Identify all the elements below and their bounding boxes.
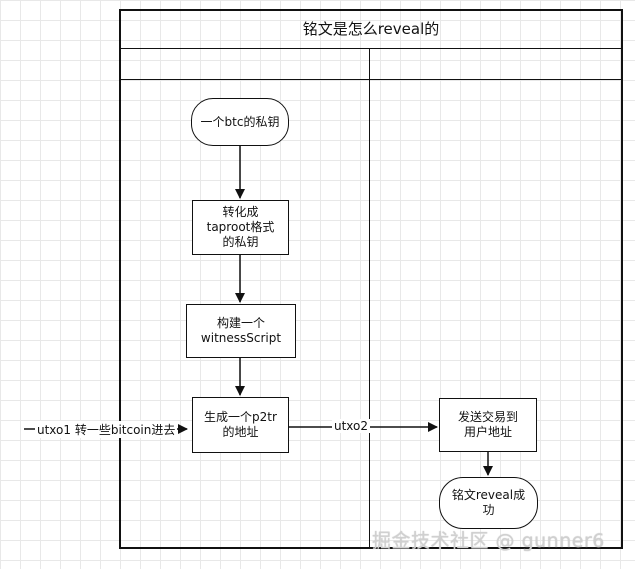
node-p2tr-line2: 的地址 [222, 425, 259, 439]
node-witness-line2: witnessScript [200, 331, 282, 345]
node-success: 铭文reveal成 功 [439, 477, 538, 529]
lane-header-divider [119, 79, 623, 80]
swimlane-frame [119, 9, 623, 549]
edge-label-utxo1: utxo1 转一些bitcoin进去 [35, 421, 178, 438]
node-taproot-key: 转化成 taproot格式 的私钥 [192, 200, 289, 255]
node-send-tx-line1: 发送交易到 [457, 410, 518, 424]
lane-divider [369, 49, 370, 549]
diagram-title: 铭文是怎么reveal的 [119, 9, 623, 49]
node-witness-script: 构建一个 witnessScript [186, 304, 296, 358]
node-taproot-key-line1: 转化成 [222, 205, 259, 219]
node-witness-line1: 构建一个 [216, 316, 265, 330]
node-taproot-key-line3: 的私钥 [222, 235, 259, 249]
node-private-key: 一个btc的私钥 [191, 98, 289, 146]
node-send-tx-line2: 用户地址 [463, 425, 512, 439]
node-private-key-text: 一个btc的私钥 [200, 114, 280, 129]
watermark: 掘金技术社区 @ gunner6 [372, 530, 605, 552]
node-send-tx: 发送交易到 用户地址 [439, 398, 537, 452]
node-success-line2: 功 [482, 503, 495, 517]
node-p2tr-address: 生成一个p2tr 的地址 [192, 397, 289, 453]
edge-label-utxo2: utxo2 [332, 419, 371, 433]
node-taproot-key-line2: taproot格式 [206, 220, 275, 234]
node-success-line1: 铭文reveal成 [451, 488, 526, 502]
node-p2tr-line1: 生成一个p2tr [204, 410, 277, 424]
